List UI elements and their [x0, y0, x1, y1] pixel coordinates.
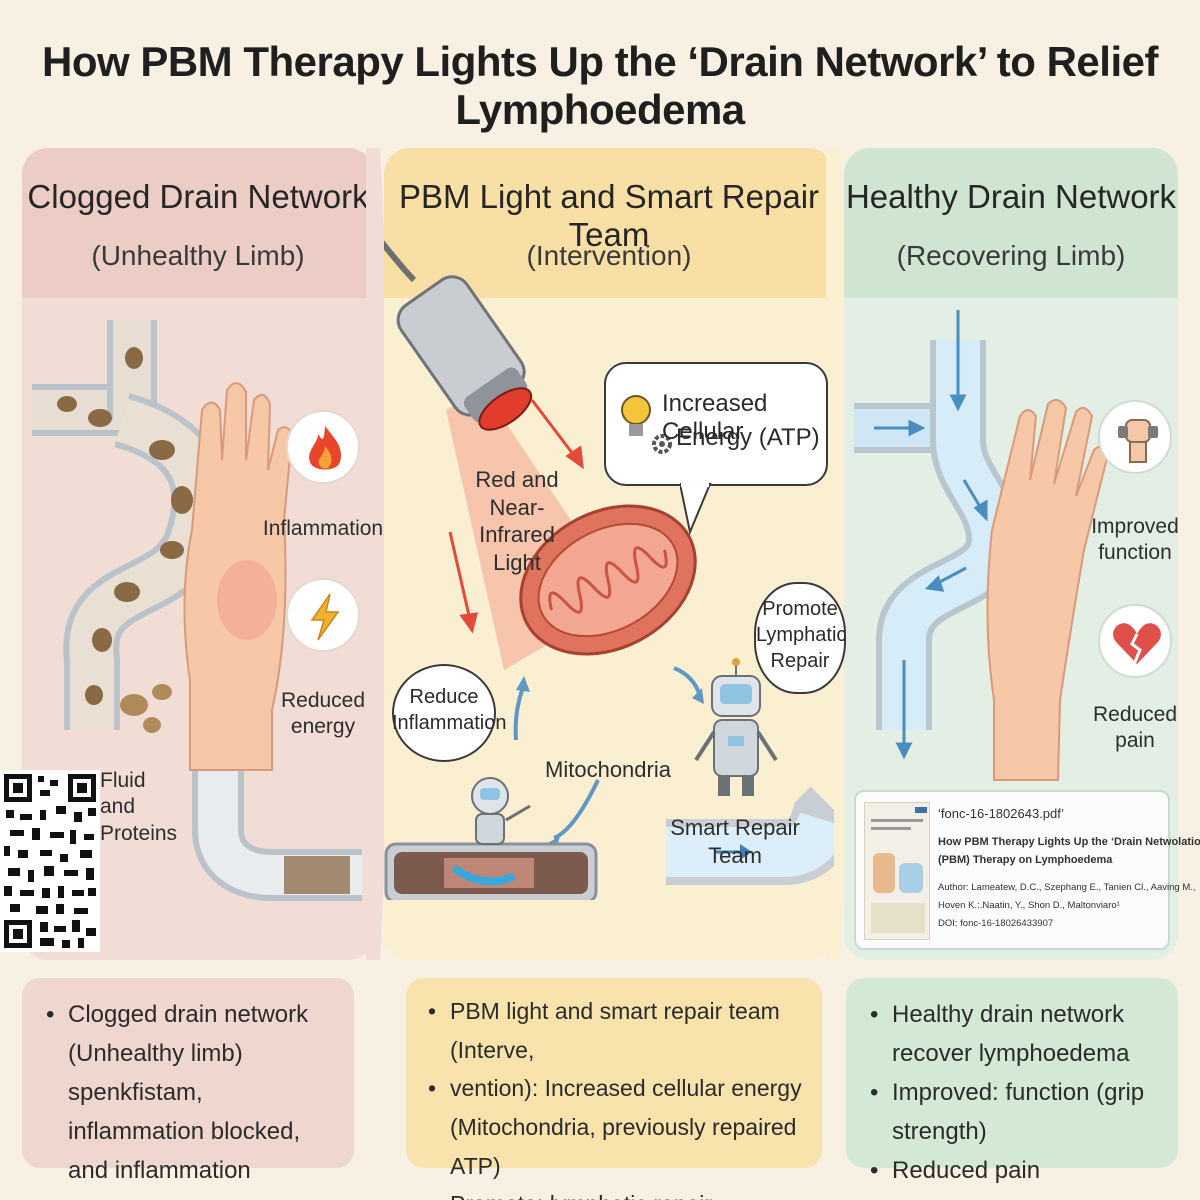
right-summary-item-3: Reduced pain — [868, 1152, 1156, 1191]
repair-robot-icon — [471, 777, 531, 845]
pbm-light-illustration — [384, 240, 834, 900]
chevron-divider-right — [826, 148, 860, 960]
reduced-energy-line-1: Reduced — [280, 689, 366, 712]
atp-line-1: Increased Cellular — [662, 390, 768, 445]
left-summary-box: Clogged drain network (Unhealthy limb) s… — [22, 978, 354, 1184]
lightning-icon — [310, 593, 340, 641]
repair-robot-icon-2 — [694, 658, 778, 796]
chevron-divider-left — [366, 148, 400, 960]
improved-line-1: Improved — [1091, 515, 1179, 538]
right-panel-title: Healthy Drain Network — [845, 178, 1177, 215]
middle-panel-subtitle: (Intervention) — [526, 240, 692, 271]
reduce-line-2: Inflammation — [392, 712, 507, 734]
middle-summary-line-4: Promote: lymphatic repair — [426, 1185, 802, 1200]
left-panel-header — [22, 148, 374, 298]
page-title: How PBM Therapy Lights Up the ‘Drain Net… — [42, 38, 1158, 133]
reduce-inflammation-bubble: Reduce Inflammation — [392, 664, 507, 762]
light-line-3: Light — [493, 549, 541, 575]
improved-function-label: Improved function — [1078, 514, 1192, 567]
lightbulb-icon — [621, 395, 651, 436]
paper-author-line-2: Hoven K.:.Naatin, Y., Shon D., Maltonvia… — [938, 900, 1120, 911]
lightning-icon-circle — [286, 578, 360, 652]
improved-line-2: function — [1098, 541, 1172, 565]
paper-reference-card[interactable]: ‘fonc-16-1802643.pdf’ How PBM Therapy Li… — [854, 790, 1200, 950]
paper-thumbnail — [864, 802, 930, 940]
reduce-line-1: Reduce — [409, 686, 479, 708]
atp-bubble-tail — [680, 483, 712, 536]
middle-summary-box: PBM light and smart repair team (Interve… — [406, 978, 822, 1200]
pain-line-1: Reduced — [1092, 703, 1178, 726]
clog-debris — [57, 347, 193, 705]
middle-panel-title: PBM Light and Smart Repair Team — [398, 178, 820, 253]
paper-title-line-2: (PBM) Therapy on Lymphoedema — [938, 854, 1113, 866]
right-summary-item-1: Healthy drain network recover lymphoedem… — [868, 996, 1156, 1074]
fluid-proteins-line-1: Fluid and — [100, 769, 146, 819]
gear-icon — [652, 434, 672, 454]
pain-line-2: pain — [1115, 729, 1155, 753]
promote-line-1: Promote — [762, 598, 838, 620]
mitochondria-icon — [519, 504, 697, 656]
paper-title-line-1: How PBM Therapy Lights Up the ‘Drain Net… — [938, 836, 1200, 848]
left-panel-title: Clogged Drain Network — [27, 178, 369, 215]
atp-bubble: Increased Cellular Energy (ATP) — [604, 362, 828, 486]
middle-panel-header — [384, 148, 834, 298]
promote-line-3: Repair — [770, 650, 830, 672]
light-line-1: Red and — [475, 467, 559, 492]
right-panel-subtitle: (Recovering Limb) — [896, 240, 1126, 271]
middle-summary-item-1: PBM light and smart repair team (Interve… — [426, 992, 802, 1069]
fluid-proteins-line-2: Proteins — [100, 821, 178, 845]
reduced-pain-label: Reduced pain — [1078, 702, 1192, 755]
light-label: Red and Near-Infrared Light — [452, 466, 582, 576]
fist-icon-circle — [1098, 400, 1172, 474]
middle-summary-line-3: (Mitochondria, previously repaired ATP) — [450, 1113, 797, 1179]
smart-repair-team-label: Smart Repair Team — [670, 815, 800, 868]
clogged-pipe-illustration — [32, 320, 362, 901]
paper-author-line-1: Author: Lameatew, D.C., Szephang E., Tan… — [938, 882, 1196, 893]
right-summary-box: Healthy drain network recover lymphoedem… — [846, 978, 1178, 1190]
fire-icon — [309, 426, 342, 470]
inflammation-label: Inflammation — [262, 517, 384, 540]
fluid-proteins-label: Fluid and Proteins — [100, 768, 180, 847]
paper-doi: DOI: fonc-16-18026433907 — [938, 918, 1054, 929]
paper-filename: ‘fonc-16-1802643.pdf’ — [938, 806, 1064, 821]
fist-icon — [1118, 419, 1158, 463]
right-panel-header — [844, 148, 1178, 298]
broken-heart-icon — [1113, 623, 1161, 664]
right-summary-item-2: Improved: function (grip strength) — [868, 1074, 1156, 1152]
left-panel-subtitle: (Unhealthy Limb) — [91, 240, 305, 271]
atp-line-2: Energy (ATP) — [676, 424, 820, 451]
qr-code — [0, 770, 100, 952]
broken-heart-icon-circle — [1098, 604, 1172, 678]
healthy-pipe-illustration — [854, 310, 1110, 781]
promote-line-2: Lymphatic — [756, 624, 847, 646]
reduced-energy-label: Reduced energy — [258, 688, 388, 741]
left-summary-item: Clogged drain network (Unhealthy limb) s… — [44, 996, 332, 1190]
mitochondria-label: Mitochondria — [545, 757, 671, 782]
promote-repair-bubble: Promote Lymphatic Repair — [754, 582, 846, 694]
light-line-2: Near-Infrared — [479, 494, 555, 548]
reduced-energy-line-2: energy — [290, 715, 356, 739]
middle-summary-item-2: vention): Increased cellular energy — [426, 1069, 802, 1108]
fire-icon-circle — [286, 410, 360, 484]
